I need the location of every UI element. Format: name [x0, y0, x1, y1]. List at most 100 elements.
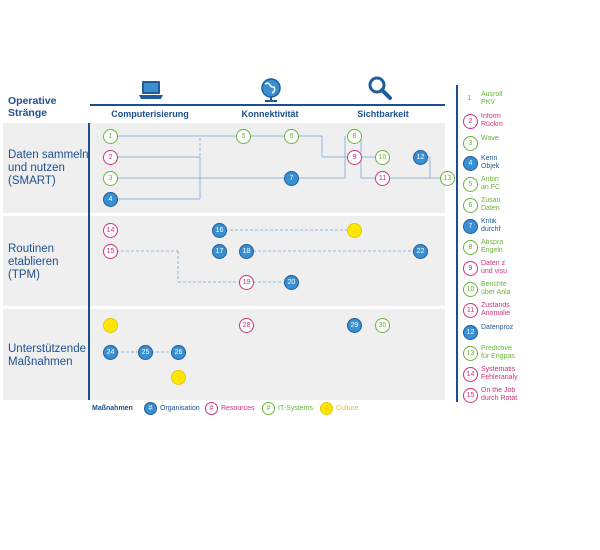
side-list-line: Zustands — [481, 302, 510, 309]
measure-node: 22 — [413, 244, 428, 259]
side-list-line: Anomalie — [481, 310, 511, 317]
side-list-badge: 3 — [463, 136, 478, 151]
row-label-line: Routinen — [8, 243, 55, 255]
side-list-badge: 13 — [463, 346, 478, 361]
side-list-badge: 6 — [463, 198, 478, 213]
side-list-line: On the Job — [481, 387, 516, 394]
side-list-line: Kritik — [481, 218, 497, 225]
measure-node: 24 — [103, 345, 118, 360]
strands-title: Operative Stränge — [8, 95, 56, 119]
side-list-line: Engeln — [481, 247, 503, 254]
row-label-line: (SMART) — [8, 175, 56, 187]
laptop-icon — [138, 79, 164, 106]
column-header-computerisierung: Computerisierung — [111, 109, 189, 119]
row-band-smart — [3, 123, 445, 213]
measure-node: 12 — [413, 150, 428, 165]
side-list-line: und visu — [481, 268, 508, 275]
legend-swatch-culture: # — [320, 402, 333, 415]
side-list-badge: 4 — [463, 156, 478, 171]
side-list-line: Wave — [481, 135, 499, 142]
measure-node: 6 — [284, 129, 299, 144]
side-list-line: Abspra — [481, 239, 504, 246]
side-list-line: Datenproz — [481, 324, 514, 331]
measure-node: 15 — [103, 244, 118, 259]
side-list-badge: 12 — [463, 325, 478, 340]
measure-node: 30 — [375, 318, 390, 333]
legend-label-organisation: Organisation — [160, 405, 200, 412]
header-rule — [90, 104, 445, 106]
row-label-tpm: Routinen etablieren (TPM) — [8, 243, 59, 282]
measure-node: 29 — [347, 318, 362, 333]
side-list-badge: 11 — [463, 303, 478, 318]
side-list-line: durchf — [481, 226, 501, 233]
side-list-line: Daten z — [481, 260, 506, 267]
legend-swatch-it-systems: # — [262, 402, 275, 415]
side-list-line: Daten — [481, 205, 500, 212]
row-label-line: Unterstützende — [8, 343, 86, 355]
measure-node: 10 — [375, 150, 390, 165]
legend-label-resources: Resources — [221, 405, 255, 412]
side-list-line: an FC — [481, 184, 501, 191]
measure-node: 5 — [236, 129, 251, 144]
globe-icon — [259, 77, 283, 108]
side-list-divider — [456, 85, 458, 402]
side-list-line: Zusan — [481, 197, 501, 204]
side-list-line: durch Rotat — [481, 395, 518, 402]
column-header-sichtbarkeit: Sichtbarkeit — [357, 109, 409, 119]
measure-node: 20 — [284, 275, 299, 290]
row-label-support: Unterstützende Maßnahmen — [8, 343, 86, 369]
magnifier-icon — [367, 75, 393, 106]
legend-label-culture: Culture — [336, 405, 359, 412]
measure-node: 28 — [239, 318, 254, 333]
measure-node: 2 — [103, 150, 118, 165]
side-list-line: über Anla — [481, 289, 511, 296]
row-label-line: Maßnahmen — [8, 356, 73, 368]
side-list-line: PKV — [481, 99, 496, 106]
side-list-line: Berichte — [481, 281, 507, 288]
side-list-badge: 15 — [463, 388, 478, 403]
measure-node: 14 — [103, 223, 118, 238]
side-list-badge: 9 — [463, 261, 478, 276]
measure-node: 9 — [347, 150, 362, 165]
side-list-badge: 5 — [463, 177, 478, 192]
side-list-line: Inform — [481, 113, 501, 120]
side-list-text: Datenproz — [481, 324, 529, 332]
legend-title: Maßnahmen — [92, 405, 133, 412]
row-label-line: (TPM) — [8, 269, 40, 281]
side-list-line: Rückm — [481, 121, 503, 128]
measure-node: 7 — [284, 171, 299, 186]
column-header-konnektivitaet: Konnektivität — [241, 109, 299, 119]
side-list-line: Ausroll — [481, 91, 503, 98]
row-label-line: Daten sammeln — [8, 149, 89, 161]
side-list-line: Kenn — [481, 155, 498, 162]
measure-node: 3 — [103, 171, 118, 186]
measure-node: 11 — [375, 171, 390, 186]
measure-node: 16 — [212, 223, 227, 238]
measure-node: 25 — [138, 345, 153, 360]
side-list-badge: 7 — [463, 219, 478, 234]
strands-title-line1: Operative — [8, 95, 57, 107]
side-list-line: für Engpas — [481, 353, 515, 360]
label-divider — [88, 123, 90, 400]
side-list-line: Fehleranaly — [481, 374, 518, 381]
row-label-line: und nutzen — [8, 162, 65, 174]
measure-node: 19 — [239, 275, 254, 290]
side-list-badge: 2 — [463, 114, 478, 129]
side-list-badge: 14 — [463, 367, 478, 382]
legend-label-it-systems: IT-Systems — [278, 405, 314, 412]
side-list-badge: 8 — [463, 240, 478, 255]
measure-node — [171, 370, 186, 385]
legend: Maßnahmen # Organisation # Resources # I… — [92, 402, 432, 416]
measure-node: 17 — [212, 244, 227, 259]
measure-node: 8 — [347, 129, 362, 144]
